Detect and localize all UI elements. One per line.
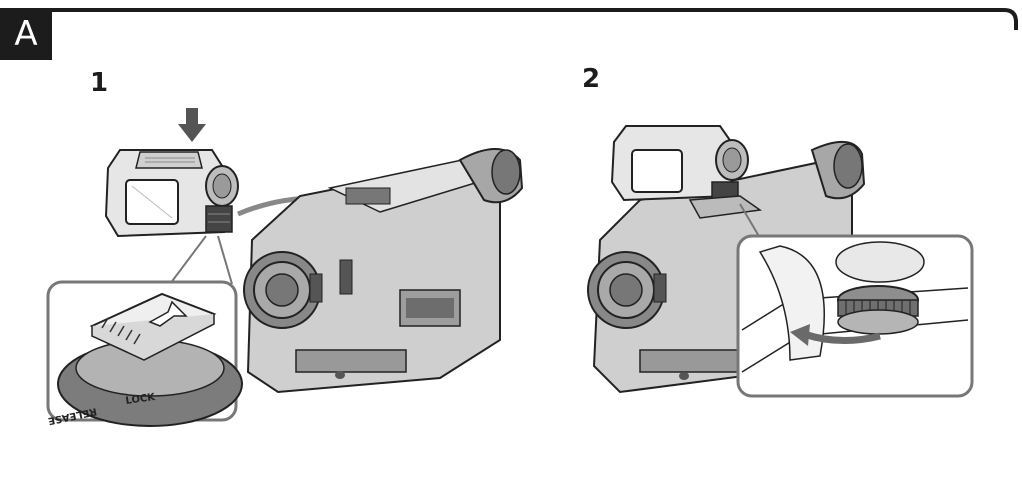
down-arrow-icon <box>178 108 206 142</box>
camcorder-step-1 <box>243 148 524 394</box>
shoe-detail-callout: LOCK RELEASE <box>46 235 243 427</box>
lock-label: LOCK <box>125 392 157 407</box>
accessory-unit <box>104 149 239 238</box>
rotate-arrow-icon <box>790 324 810 346</box>
step-number-1: 1 <box>90 68 109 98</box>
step-number-2: 2 <box>582 64 601 94</box>
section-label: A <box>0 8 52 60</box>
rotate-detail-callout <box>736 203 974 398</box>
accessory-mounted <box>610 125 763 219</box>
